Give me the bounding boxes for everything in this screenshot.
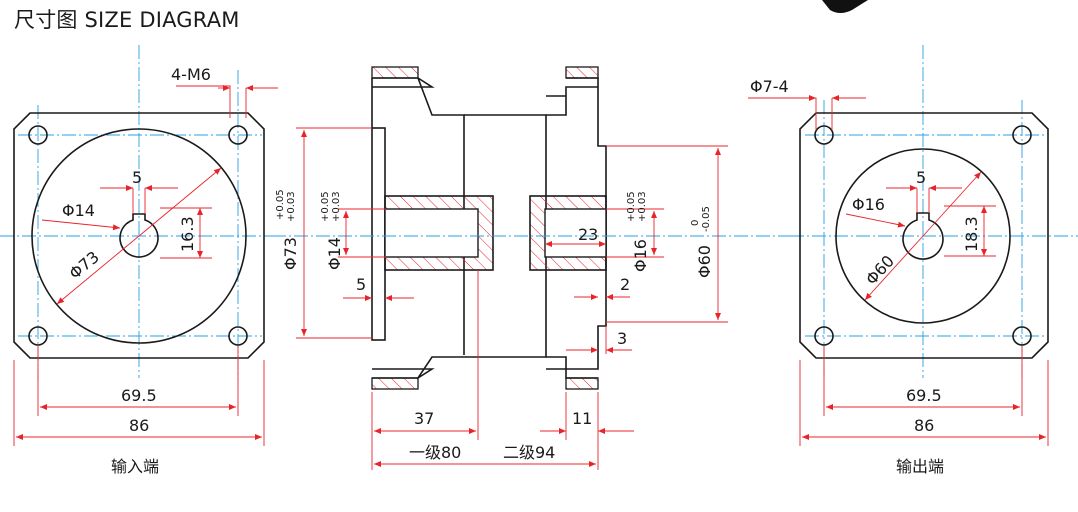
output-key-width: 5 (916, 168, 926, 187)
side-section-view: Φ73 +0.05 +0.03 Φ14 +0.05 +0.03 5 23 Φ16… (272, 66, 800, 470)
output-flange-width: 86 (914, 416, 934, 435)
output-keyed-bore (902, 212, 944, 260)
output-bolt-hole (814, 326, 834, 346)
input-key-height: 16.3 (178, 216, 197, 252)
side-input-bore-tol-upper: +0.05 (320, 191, 331, 222)
output-flange-outline (799, 112, 1049, 359)
input-hole-spacing: 69.5 (121, 386, 157, 405)
side-output-bore-tol-lower: +0.03 (637, 191, 648, 222)
side-spigot-tol-upper: +0.05 (275, 189, 286, 220)
output-bolt-hole (1012, 326, 1032, 346)
side-input-depth: 37 (414, 409, 434, 428)
input-keyed-bore (119, 213, 159, 258)
side-input-bore: Φ14 (325, 237, 344, 270)
input-thread-label: 4-M6 (171, 65, 211, 84)
output-bore-label: Φ16 (852, 195, 885, 214)
side-input-bore-tol-lower: +0.03 (331, 191, 342, 222)
output-pcd-label: Φ60 (862, 251, 898, 288)
output-end-view: Φ7-4 5 Φ16 18.3 Φ60 69.5 86 输出端 (748, 45, 1078, 476)
side-output-spigot-tol-lower: -0.05 (701, 206, 712, 232)
side-output-flange: 11 (572, 409, 592, 428)
input-spigot-circle (31, 128, 247, 344)
output-end-label: 输出端 (896, 457, 944, 476)
output-holes-label: Φ7-4 (750, 77, 789, 96)
side-output-bore: Φ16 (631, 239, 650, 272)
side-output-depth: 23 (578, 225, 598, 244)
input-pcd-label: Φ73 (65, 247, 102, 283)
diagram-title: 尺寸图 SIZE DIAGRAM (14, 8, 240, 32)
output-spigot-circle (835, 148, 1011, 324)
input-bore-label: Φ14 (62, 201, 95, 220)
side-output-bore-tol-upper: +0.05 (626, 191, 637, 222)
input-flange-outline (13, 112, 265, 359)
side-output-spigot-tol-upper: 0 (690, 220, 701, 226)
input-key-width: 5 (132, 168, 142, 187)
input-bolt-hole (228, 125, 248, 145)
side-step-b: 3 (617, 329, 627, 348)
side-length-stage1: 一级80 (409, 443, 461, 462)
side-length-stage2: 二级94 (503, 443, 555, 462)
side-flange-thickness: 5 (356, 275, 366, 294)
output-bolt-hole (1012, 125, 1032, 145)
side-spigot-dia: Φ73 (281, 237, 300, 270)
output-key-height: 18.3 (962, 216, 981, 252)
side-step-a: 2 (620, 275, 630, 294)
input-bolt-hole (228, 326, 248, 346)
product-photo-fragment (822, 0, 868, 13)
input-flange-plate (371, 127, 386, 341)
output-hole-spacing: 69.5 (906, 386, 942, 405)
input-end-view: 4-M6 5 Φ14 16.3 Φ73 69.5 86 输入端 (0, 45, 278, 476)
side-spigot-tol-lower: +0.03 (286, 191, 297, 222)
side-output-spigot: Φ60 (695, 245, 714, 278)
output-bolt-hole (814, 125, 834, 145)
input-bolt-hole (28, 125, 48, 145)
input-flange-width: 86 (129, 416, 149, 435)
input-bolt-hole (28, 326, 48, 346)
input-end-label: 输入端 (111, 457, 159, 476)
